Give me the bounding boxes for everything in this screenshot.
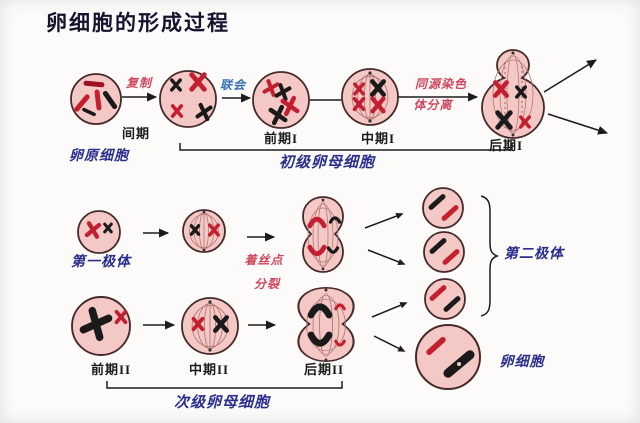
arrow-to-polar-body-1	[364, 212, 404, 229]
brace-second-polar-body	[480, 195, 500, 317]
label-interphase: 间期	[121, 126, 151, 141]
oogonium-cell	[70, 73, 122, 125]
arrow-to-egg	[373, 335, 406, 352]
arrow-anaphase1-upper	[543, 59, 597, 93]
label-first-polar-body: 第一极体	[71, 255, 131, 270]
anaphase2-cell	[297, 286, 355, 363]
label-replication: 复制	[125, 76, 153, 90]
polar-metaphase2-cell	[182, 209, 226, 253]
anaphase1-cell	[481, 49, 545, 139]
label-oogonium: 卵原细胞	[69, 149, 129, 164]
label-egg-cell: 卵细胞	[499, 355, 545, 370]
label-metaphase1: 中期I	[360, 131, 396, 146]
metaphase2-cell	[181, 297, 239, 355]
metaphase1-cell	[341, 68, 399, 126]
polar-anaphase2-cell	[302, 196, 344, 273]
first-polar-body-cell	[77, 210, 121, 254]
prophase2-cell	[71, 296, 131, 356]
label-second-polar-body: 第二极体	[504, 247, 564, 262]
second-polar-body-cell-3	[424, 278, 466, 320]
bracket-secondary-oocyte	[106, 381, 343, 389]
arrow-to-polar-body-2	[367, 249, 406, 265]
second-polar-body-cell-2	[423, 231, 465, 273]
interphase-cell	[159, 70, 217, 128]
second-polar-body-cell-1	[422, 187, 464, 229]
label-anaphase1: 后期I	[488, 138, 524, 153]
bracket-primary-oocyte	[179, 143, 513, 151]
label-primary-oocyte: 初级卵母细胞	[278, 155, 376, 171]
page-title: 卵细胞的形成过程	[46, 11, 230, 35]
arrow-anaphase1-lower	[547, 113, 609, 135]
label-prophase1: 前期I	[263, 131, 299, 146]
arrow-to-polar-body-3	[371, 302, 408, 318]
label-centromere-2: 分裂	[253, 277, 281, 291]
label-prophase2: 前期II	[90, 362, 132, 377]
label-metaphase2: 中期II	[188, 362, 230, 377]
label-homolog-sep-1: 同源染色	[414, 77, 468, 91]
label-centromere-1: 着丝点	[244, 253, 284, 267]
label-secondary-oocyte: 次级卵母细胞	[173, 395, 271, 411]
label-anaphase2: 后期II	[303, 362, 345, 377]
label-synapsis: 联会	[219, 78, 247, 92]
prophase1-cell	[252, 71, 310, 129]
label-homolog-sep-2: 体分离	[413, 98, 453, 112]
egg-cell	[415, 324, 481, 390]
